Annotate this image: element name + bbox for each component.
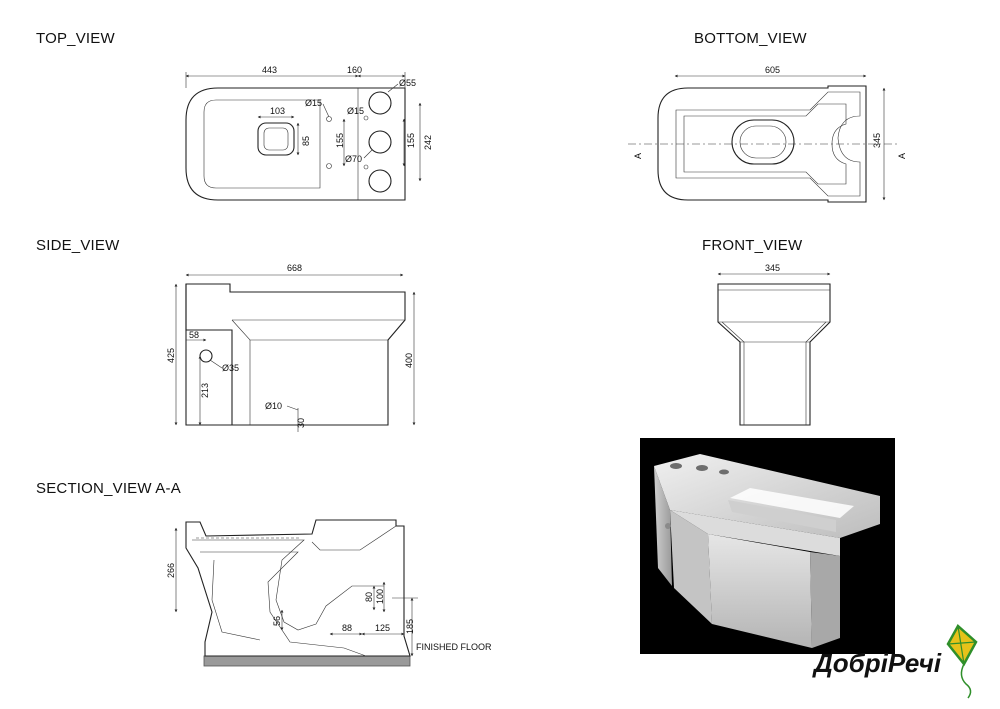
logo-text: ДобріРечі <box>812 648 942 678</box>
dim-outlet-height: 185 <box>405 619 415 634</box>
dim-section-height: 266 <box>166 563 176 578</box>
kite-logo-icon: ДобріРечі <box>812 624 978 699</box>
dim-body-height: 400 <box>404 353 414 368</box>
section-mark-right: A <box>897 153 907 159</box>
dim-outlet-b: 100 <box>375 589 385 604</box>
side-view: 668 425 400 58 213 Ø35 Ø10 30 <box>166 263 416 432</box>
product-photo <box>640 438 895 654</box>
dim-spacing-right: 155 <box>406 133 416 148</box>
finished-floor-label: FINISHED FLOOR <box>416 642 492 652</box>
dim-hole-small-left: Ø15 <box>305 98 322 108</box>
section-view: 266 56 80 100 88 125 185 FINISHED FLOOR <box>166 519 492 667</box>
dim-hole-center: Ø70 <box>345 154 362 164</box>
bottom-view-title: BOTTOM_VIEW <box>694 30 807 47</box>
dim-inlet-height: 213 <box>200 383 210 398</box>
dim-overall-width: 443 <box>262 65 277 75</box>
section-mark-left: A <box>633 153 643 159</box>
top-view-title: TOP_VIEW <box>36 30 115 47</box>
section-view-title: SECTION_VIEW A-A <box>36 480 181 497</box>
dim-bowl-depth: 85 <box>301 136 311 146</box>
dim-hole-large: Ø55 <box>399 78 416 88</box>
top-view: 443 160 103 85 155 155 242 Ø55 Ø15 Ø15 Ø… <box>185 65 433 201</box>
dim-front-width: 345 <box>765 263 780 273</box>
dim-fix-hole-height: 30 <box>296 418 306 428</box>
dim-trap: 56 <box>272 616 282 626</box>
dim-total-height: 425 <box>166 348 176 363</box>
dim-bottom-length: 605 <box>765 65 780 75</box>
bottom-view: 605 345 A A <box>628 65 907 203</box>
dim-tank-width: 160 <box>347 65 362 75</box>
dim-bowl-width: 103 <box>270 106 285 116</box>
dim-spacing-left: 155 <box>335 133 345 148</box>
dim-offset-b: 125 <box>375 623 390 633</box>
front-view-title: FRONT_VIEW <box>702 237 803 254</box>
dim-inlet-diameter: Ø35 <box>222 363 239 373</box>
dim-side-length: 668 <box>287 263 302 273</box>
brand-logo: ДобріРечі <box>808 620 998 700</box>
dim-outlet-a: 80 <box>364 592 374 602</box>
toilet-render <box>654 454 880 648</box>
front-view: 345 <box>717 263 831 426</box>
side-view-title: SIDE_VIEW <box>36 237 120 254</box>
dim-bottom-depth: 345 <box>872 133 882 148</box>
dim-offset-a: 88 <box>342 623 352 633</box>
dim-fix-hole: Ø10 <box>265 401 282 411</box>
dim-overall-depth: 242 <box>423 135 433 150</box>
dim-inlet-offset: 58 <box>189 330 199 340</box>
dim-hole-small-right: Ø15 <box>347 106 364 116</box>
